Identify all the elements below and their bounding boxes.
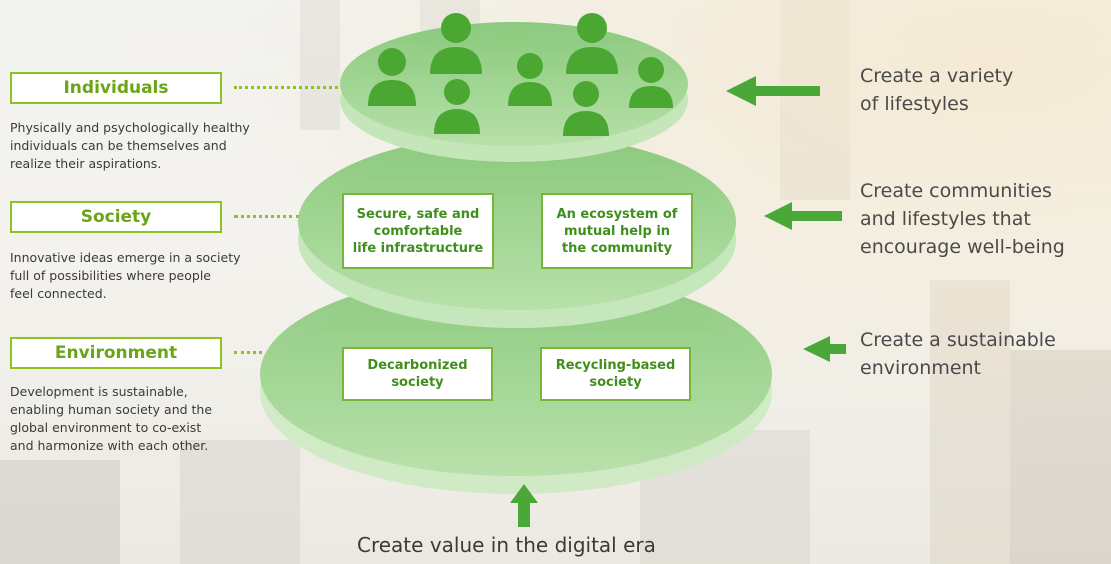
- arrow-left-icon: [726, 76, 820, 106]
- label-digital-era-value: Create value in the digital era: [357, 533, 656, 557]
- arrow-left-icon: [803, 336, 846, 362]
- label-variety-of-lifestyles: Create a variety of lifestyles: [860, 65, 1014, 115]
- connector-individuals: [234, 86, 344, 89]
- person-icon: [368, 48, 416, 106]
- description-society: Innovative ideas emerge in a society ful…: [10, 250, 241, 301]
- person-icon: [434, 79, 480, 134]
- connector-environment: [234, 351, 262, 354]
- person-icon: [566, 13, 618, 74]
- arrow-left-icon: [764, 202, 842, 230]
- label-sustainable-environment: Create a sustainable environment: [860, 329, 1056, 379]
- category-individuals: Individuals: [10, 72, 222, 104]
- person-icon: [629, 57, 673, 108]
- arrow-up-icon: [510, 484, 538, 527]
- description-environment: Development is sustainable, enabling hum…: [10, 384, 213, 453]
- category-environment: Environment: [10, 337, 222, 369]
- people-group: [368, 13, 673, 136]
- environment-disc: [260, 272, 772, 494]
- description-individuals: Physically and psychologically healthy i…: [10, 120, 250, 171]
- person-icon: [430, 13, 482, 74]
- label-communities-well-being: Create communities and lifestyles that e…: [860, 180, 1065, 258]
- person-icon: [563, 81, 609, 136]
- connector-society: [234, 215, 300, 218]
- person-icon: [508, 53, 552, 106]
- category-society: Society: [10, 201, 222, 233]
